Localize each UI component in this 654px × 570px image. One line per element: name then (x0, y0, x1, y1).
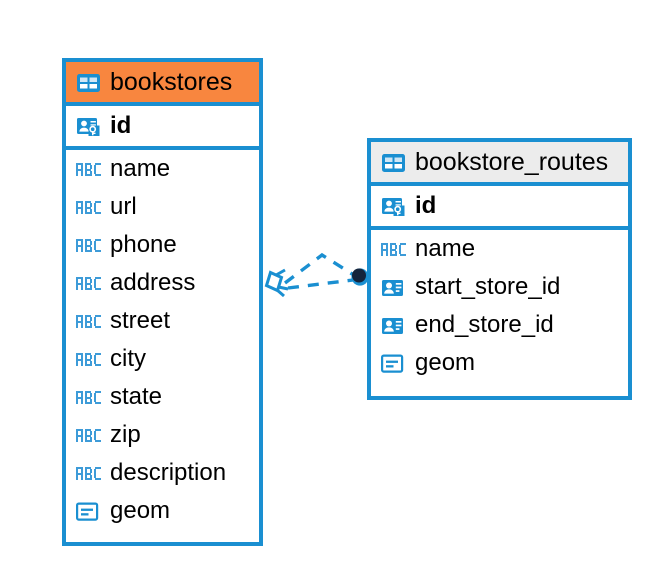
abc-text-icon (76, 463, 101, 484)
entity-bookstores-header[interactable]: bookstores (66, 62, 259, 106)
entity-bookstores-title: bookstores (110, 67, 233, 96)
table-icon (381, 152, 406, 173)
abc-text-icon (76, 273, 101, 294)
field-row-street[interactable]: street (66, 302, 259, 340)
field-row-address[interactable]: address (66, 264, 259, 302)
foreign-key-icon (381, 315, 406, 336)
field-row-name[interactable]: name (371, 230, 628, 268)
field-label: name (110, 155, 171, 182)
field-label: phone (110, 231, 177, 258)
entity-bookstore-routes-title: bookstore_routes (415, 147, 609, 176)
field-label: id (415, 192, 437, 219)
entity-bookstore-routes-header[interactable]: bookstore_routes (371, 142, 628, 186)
abc-text-icon (76, 425, 101, 446)
primary-key-icon (381, 196, 406, 217)
relationship-line-upper (283, 252, 358, 285)
abc-text-icon (76, 197, 101, 218)
field-row-id[interactable]: id (371, 186, 628, 230)
geometry-icon (381, 353, 406, 374)
field-row-id[interactable]: id (66, 106, 259, 150)
field-label: zip (110, 421, 141, 448)
field-row-phone[interactable]: phone (66, 226, 259, 264)
field-label: street (110, 307, 171, 334)
field-row-start-store-id[interactable]: start_store_id (371, 268, 628, 306)
abc-text-icon (76, 349, 101, 370)
field-row-state[interactable]: state (66, 378, 259, 416)
foreign-key-icon (381, 277, 406, 298)
field-label: address (110, 269, 196, 296)
field-row-geom[interactable]: geom (66, 492, 259, 530)
field-row-city[interactable]: city (66, 340, 259, 378)
field-label: geom (415, 349, 476, 376)
field-label: description (110, 459, 227, 486)
field-row-url[interactable]: url (66, 188, 259, 226)
abc-text-icon (381, 239, 406, 260)
field-label: id (110, 112, 132, 139)
abc-text-icon (76, 387, 101, 408)
entity-bookstores[interactable]: bookstores id (62, 58, 263, 546)
field-row-name[interactable]: name (66, 150, 259, 188)
field-row-description[interactable]: description (66, 454, 259, 492)
field-row-end-store-id[interactable]: end_store_id (371, 306, 628, 344)
field-label: url (110, 193, 137, 220)
table-icon (76, 72, 101, 93)
entity-bookstore-routes[interactable]: bookstore_routes id (367, 138, 632, 400)
diamond-crowsfoot-marker (264, 268, 289, 298)
abc-text-icon (76, 159, 101, 180)
field-label: start_store_id (415, 273, 561, 300)
primary-key-icon (76, 116, 101, 137)
geometry-icon (76, 501, 101, 522)
field-label: geom (110, 497, 171, 524)
abc-text-icon (76, 311, 101, 332)
relationship-line-lower (287, 278, 354, 290)
field-label: state (110, 383, 163, 410)
field-label: name (415, 235, 476, 262)
abc-text-icon (76, 235, 101, 256)
field-row-zip[interactable]: zip (66, 416, 259, 454)
field-row-geom[interactable]: geom (371, 344, 628, 382)
field-label: end_store_id (415, 311, 554, 338)
field-label: city (110, 345, 146, 372)
